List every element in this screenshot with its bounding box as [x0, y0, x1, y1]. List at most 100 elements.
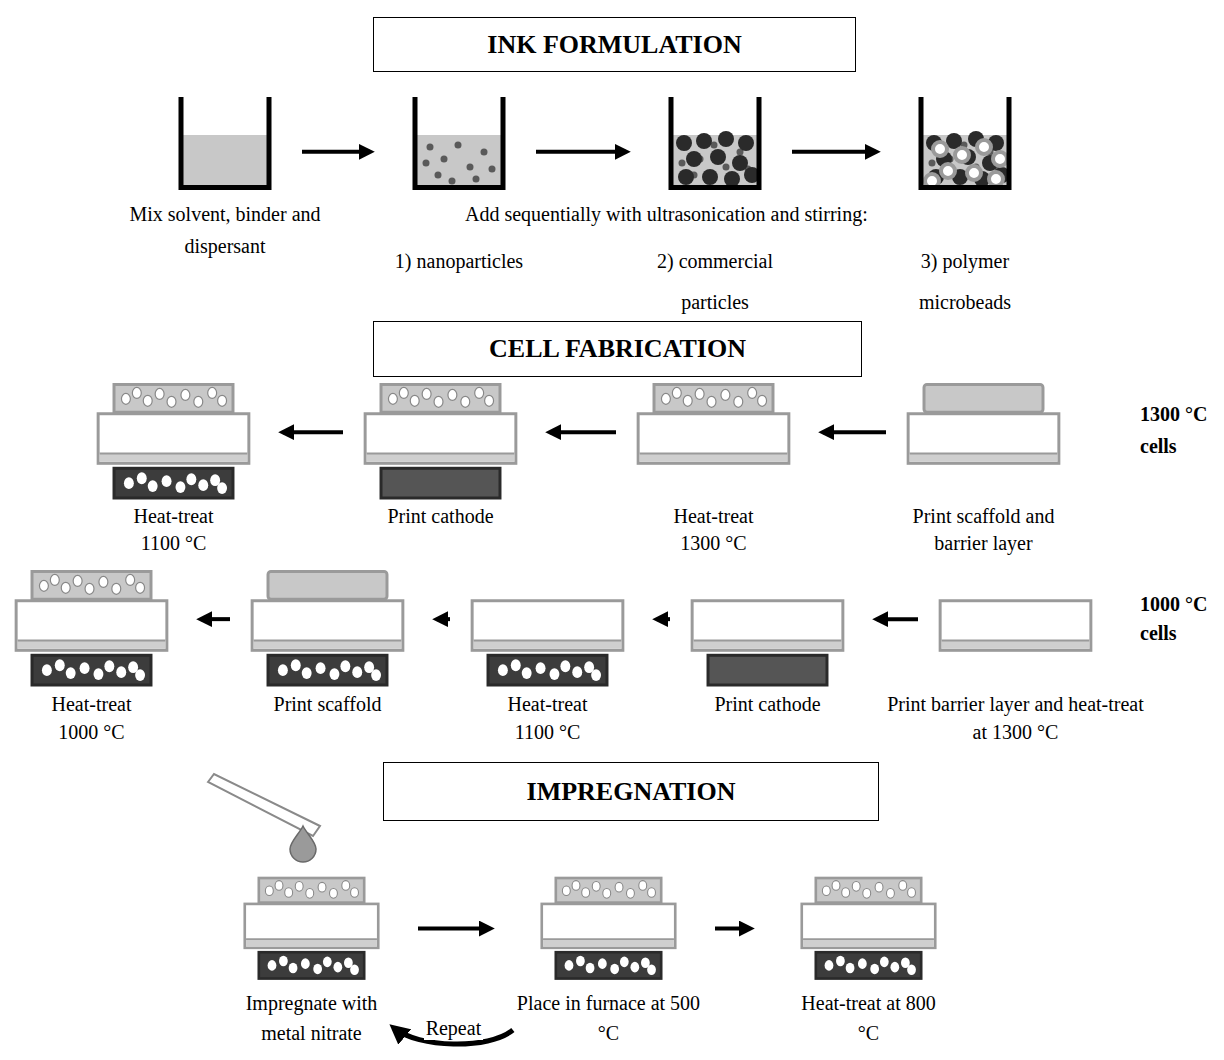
commercial-particle: [696, 133, 712, 149]
commercial-particle: [676, 135, 692, 151]
pore: [285, 888, 293, 898]
step-caption-box: Heat-treat at 800 °C: [799, 988, 939, 1048]
step-caption-box: 2) commercial particles: [645, 241, 785, 323]
electrolyte: [908, 414, 1059, 464]
pore: [582, 888, 590, 898]
pore: [572, 881, 580, 891]
pore: [316, 662, 326, 674]
cell: [938, 570, 1093, 687]
pore: [630, 962, 639, 973]
step-arrow: [877, 617, 918, 621]
beaker-wall: [921, 97, 1009, 188]
pore: [615, 882, 623, 892]
pore: [333, 962, 342, 973]
pore: [291, 659, 301, 671]
pore: [598, 958, 607, 969]
beaker-step: 3) polymer microbeads: [918, 97, 1012, 190]
pore: [155, 388, 164, 399]
section-title: IMPREGNATION: [527, 777, 736, 807]
nanoparticle: [723, 164, 730, 171]
pore: [330, 889, 338, 899]
pore: [132, 387, 141, 398]
edge-label: Repeat: [424, 1017, 484, 1040]
pore: [198, 479, 208, 491]
scaffold-layer: [268, 571, 387, 599]
step-caption-box: Place in furnace at 500 °C: [514, 988, 704, 1048]
step-caption-box: 3) polymer microbeads: [895, 241, 1035, 323]
pore: [639, 881, 647, 891]
pore: [863, 889, 871, 899]
pore: [565, 960, 574, 971]
pore: [672, 387, 681, 398]
pore: [880, 957, 889, 968]
droplet: [290, 826, 316, 862]
pore: [399, 387, 408, 398]
cell: [470, 570, 625, 687]
pore: [707, 396, 716, 407]
beaker: [918, 97, 1012, 190]
polymer-microbead: [977, 140, 991, 154]
pore: [371, 669, 381, 681]
cathode-layer: [32, 655, 151, 685]
pore: [318, 882, 326, 892]
pore: [410, 395, 419, 406]
pore: [748, 387, 757, 398]
pore: [148, 480, 158, 492]
polymer-microbead: [993, 152, 1007, 166]
pore: [890, 962, 899, 973]
nanoparticle: [473, 176, 480, 183]
step-caption: Print scaffold and barrier layer: [913, 505, 1055, 554]
step-caption-box: Mix solvent, binder and dispersant: [125, 198, 325, 262]
cell-step: Print scaffold and barrier layer: [906, 383, 1061, 500]
scaffold-layer: [556, 878, 661, 903]
pore: [562, 886, 570, 896]
beaker-wall: [671, 97, 759, 188]
step-arrow: [536, 150, 626, 154]
step-caption: 3) polymer microbeads: [919, 250, 1011, 313]
cell-step: Print scaffold: [250, 570, 405, 687]
pore: [194, 396, 203, 407]
pore: [39, 580, 48, 591]
nanoparticle: [455, 142, 462, 149]
section-title-box: INK FORMULATION: [373, 17, 856, 72]
cell-step: Heat-treat 1000 °C: [14, 570, 169, 687]
step-caption-box: Heat-treat 1100 °C: [488, 690, 608, 746]
pore: [306, 889, 314, 899]
liquid: [183, 135, 267, 186]
polymer-microbead: [967, 166, 981, 180]
pore: [279, 956, 288, 967]
electrolyte: [638, 414, 789, 464]
step-caption-box: 1) nanoparticles: [369, 241, 549, 282]
pore: [858, 958, 867, 969]
pore: [186, 473, 196, 485]
nanoparticle: [449, 178, 456, 185]
pore: [683, 395, 692, 406]
barrier-layer: [543, 939, 674, 946]
pore: [388, 393, 397, 404]
pore: [181, 389, 190, 400]
pore: [112, 583, 121, 594]
nanoparticle: [427, 144, 434, 151]
pore: [124, 477, 134, 489]
cell: [14, 570, 169, 687]
step-arrow: [715, 927, 750, 931]
pore: [475, 387, 484, 398]
cell: [540, 872, 677, 985]
cathode-layer: [816, 952, 921, 978]
step-caption: Heat-treat 1100 °C: [508, 693, 588, 743]
step-caption: Print scaffold: [274, 693, 382, 715]
cell-step: Print barrier layer and heat-treat at 13…: [938, 570, 1093, 687]
step-caption-box: Heat-treat 1100 °C: [114, 503, 234, 557]
pore: [167, 396, 176, 407]
row-label: 1300 °C cells: [1140, 398, 1222, 462]
pore: [85, 583, 94, 594]
pore: [61, 582, 70, 593]
pore: [536, 662, 546, 674]
scaffold-layer: [32, 571, 151, 599]
step-caption-box: Print cathode: [688, 690, 848, 718]
pore: [289, 963, 298, 974]
pore: [350, 965, 359, 976]
electrolyte: [472, 601, 623, 651]
pore: [55, 659, 65, 671]
barrier-layer: [910, 453, 1058, 461]
